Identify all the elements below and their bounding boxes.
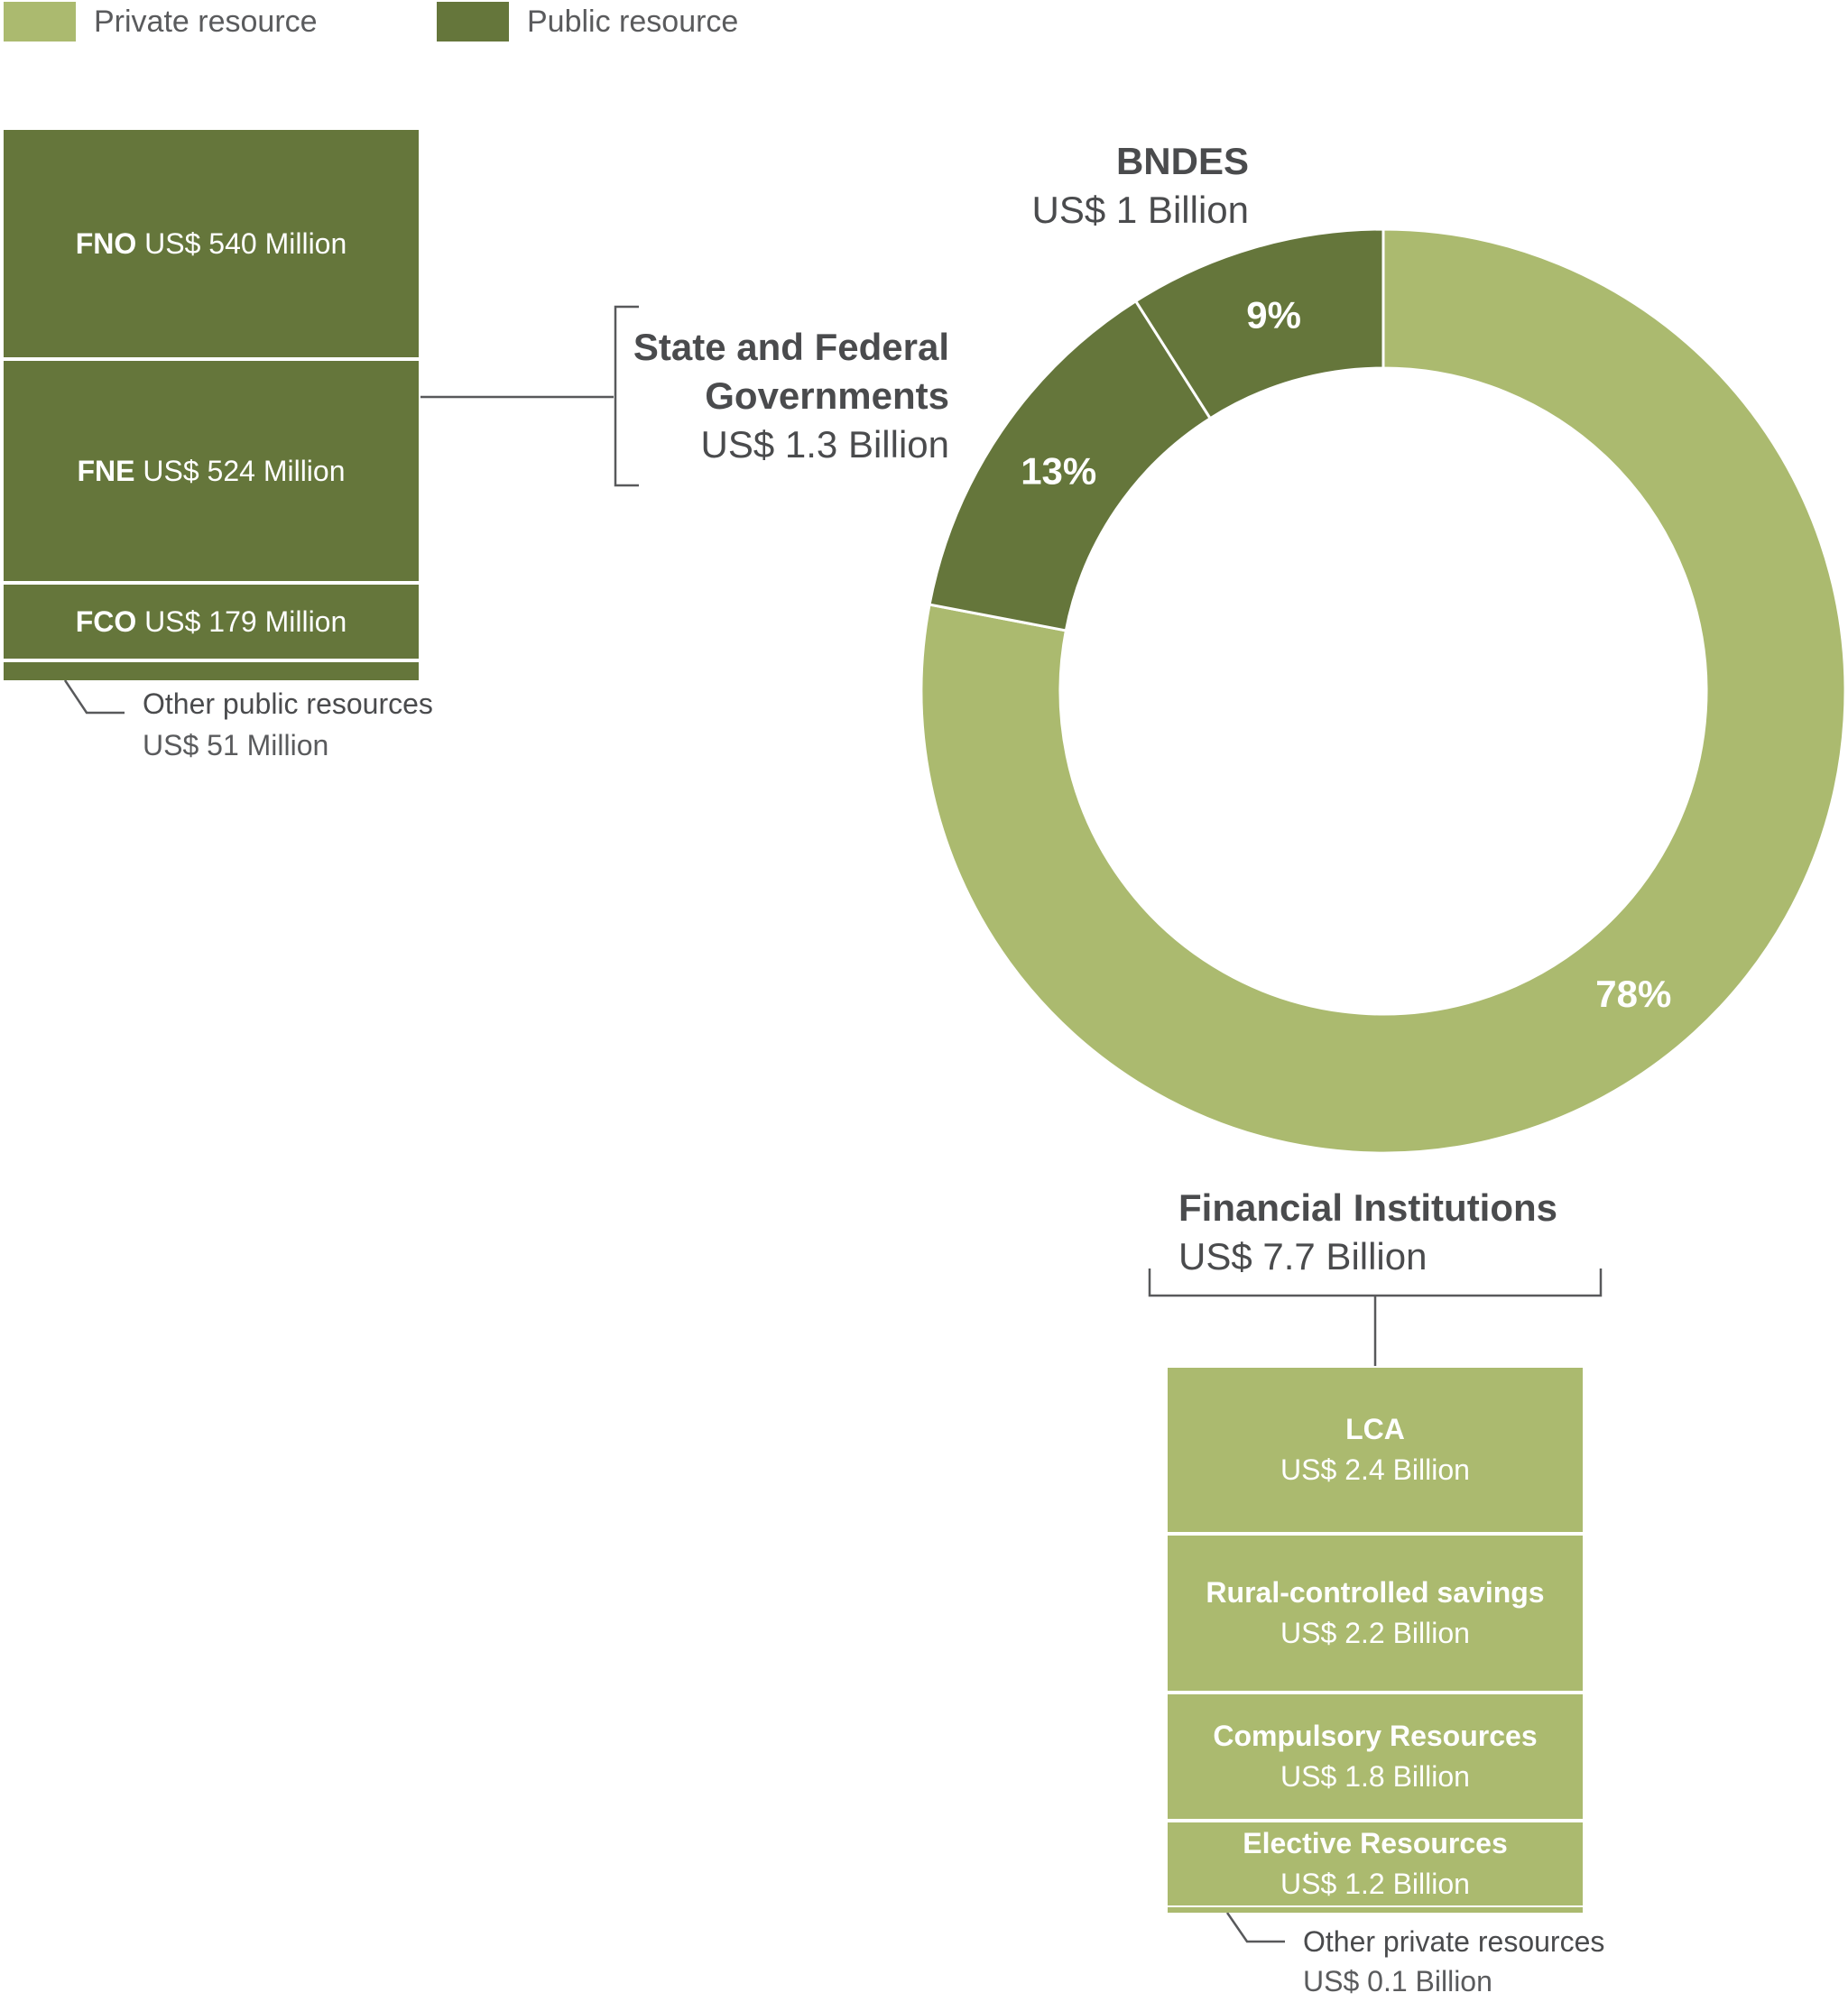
donut-slice-financial bbox=[919, 227, 1847, 1155]
legend-swatch-private bbox=[4, 2, 76, 42]
financial-title: Financial Institutions bbox=[1178, 1186, 1558, 1229]
legend-label-private: Private resource bbox=[94, 5, 318, 39]
block-compulsory: Compulsory Resources US$ 1.8 Billion bbox=[1168, 1694, 1583, 1819]
governments-value: US$ 1.3 Billion bbox=[700, 423, 949, 466]
connectors bbox=[63, 305, 1603, 1943]
block-fco-name: FCO bbox=[75, 604, 137, 638]
bndes-value: US$ 1 Billion bbox=[1031, 189, 1249, 231]
block-compulsory-name: Compulsory Resources bbox=[1213, 1720, 1538, 1753]
donut-slice-bndes bbox=[1133, 227, 1385, 420]
block-fno-value: US$ 540 Million bbox=[144, 226, 347, 260]
block-rural-savings-value: US$ 2.2 Billion bbox=[1280, 1617, 1470, 1649]
donut-chart: 78% 13% 9% bbox=[919, 227, 1847, 1155]
block-fne-value: US$ 524 Million bbox=[143, 454, 346, 487]
block-elective-name: Elective Resources bbox=[1243, 1827, 1508, 1860]
donut-slice-governments-label: 13% bbox=[1021, 449, 1096, 492]
financial-value: US$ 7.7 Billion bbox=[1178, 1235, 1428, 1278]
leader-other-public bbox=[63, 679, 125, 715]
bndes-title: BNDES bbox=[1115, 140, 1249, 182]
block-lca-value: US$ 2.4 Billion bbox=[1280, 1453, 1470, 1486]
block-rural-savings-name: Rural-controlled savings bbox=[1206, 1576, 1545, 1610]
other-private-label: Other private resources bbox=[1303, 1925, 1605, 1958]
governments-title-line1: State and Federal bbox=[633, 326, 949, 368]
block-fne-name: FNE bbox=[77, 454, 135, 487]
block-fne: FNE US$ 524 Million bbox=[4, 361, 419, 581]
bracket-governments bbox=[614, 305, 639, 487]
block-rural-savings: Rural-controlled savings US$ 2.2 Billion bbox=[1168, 1536, 1583, 1691]
block-fno-name: FNO bbox=[75, 226, 137, 260]
block-other-public bbox=[4, 662, 419, 680]
block-fco-value: US$ 179 Million bbox=[144, 604, 347, 638]
other-public-label: Other public resources bbox=[143, 687, 433, 720]
donut-slice-bndes-label: 9% bbox=[1246, 293, 1301, 336]
other-public-value: US$ 51 Million bbox=[143, 729, 329, 761]
block-fco: FCO US$ 179 Million bbox=[4, 585, 419, 659]
governments-label: State and Federal Governments US$ 1.3 Bi… bbox=[633, 323, 949, 469]
block-lca-name: LCA bbox=[1345, 1413, 1405, 1446]
donut-slice-financial-label: 78% bbox=[1595, 973, 1671, 1015]
other-private-value: US$ 0.1 Billion bbox=[1303, 1965, 1492, 1997]
block-fno: FNO US$ 540 Million bbox=[4, 130, 419, 357]
block-other-private bbox=[1168, 1907, 1583, 1913]
governments-title-line2: Governments bbox=[705, 374, 949, 417]
legend-label-public: Public resource bbox=[527, 5, 739, 39]
financial-label: Financial Institutions US$ 7.7 Billion bbox=[1178, 1184, 1557, 1281]
block-compulsory-value: US$ 1.8 Billion bbox=[1280, 1760, 1470, 1793]
block-elective: Elective Resources US$ 1.2 Billion bbox=[1168, 1822, 1583, 1905]
block-elective-value: US$ 1.2 Billion bbox=[1280, 1868, 1470, 1900]
leader-other-private bbox=[1225, 1912, 1285, 1943]
bndes-label: BNDES US$ 1 Billion bbox=[1032, 137, 1249, 235]
block-lca: LCA US$ 2.4 Billion bbox=[1168, 1368, 1583, 1532]
legend-swatch-public bbox=[437, 2, 509, 42]
